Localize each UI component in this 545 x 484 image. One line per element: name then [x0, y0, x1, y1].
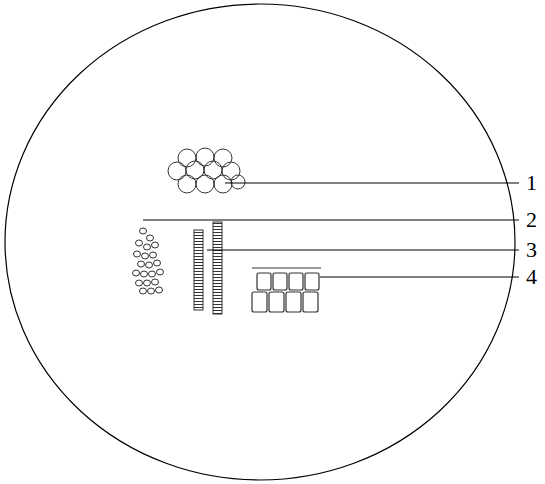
- callout-number: 1: [526, 170, 537, 196]
- small-cells: [133, 228, 164, 294]
- callout-number: 3: [526, 237, 537, 263]
- field-of-view: [5, 4, 515, 480]
- parenchyma-cells: [168, 148, 245, 193]
- epidermis-cells: [252, 268, 321, 312]
- callout-number: 4: [526, 264, 537, 290]
- leader-lines: [143, 183, 519, 277]
- vessels: [194, 222, 222, 314]
- callout-number: 2: [526, 207, 537, 233]
